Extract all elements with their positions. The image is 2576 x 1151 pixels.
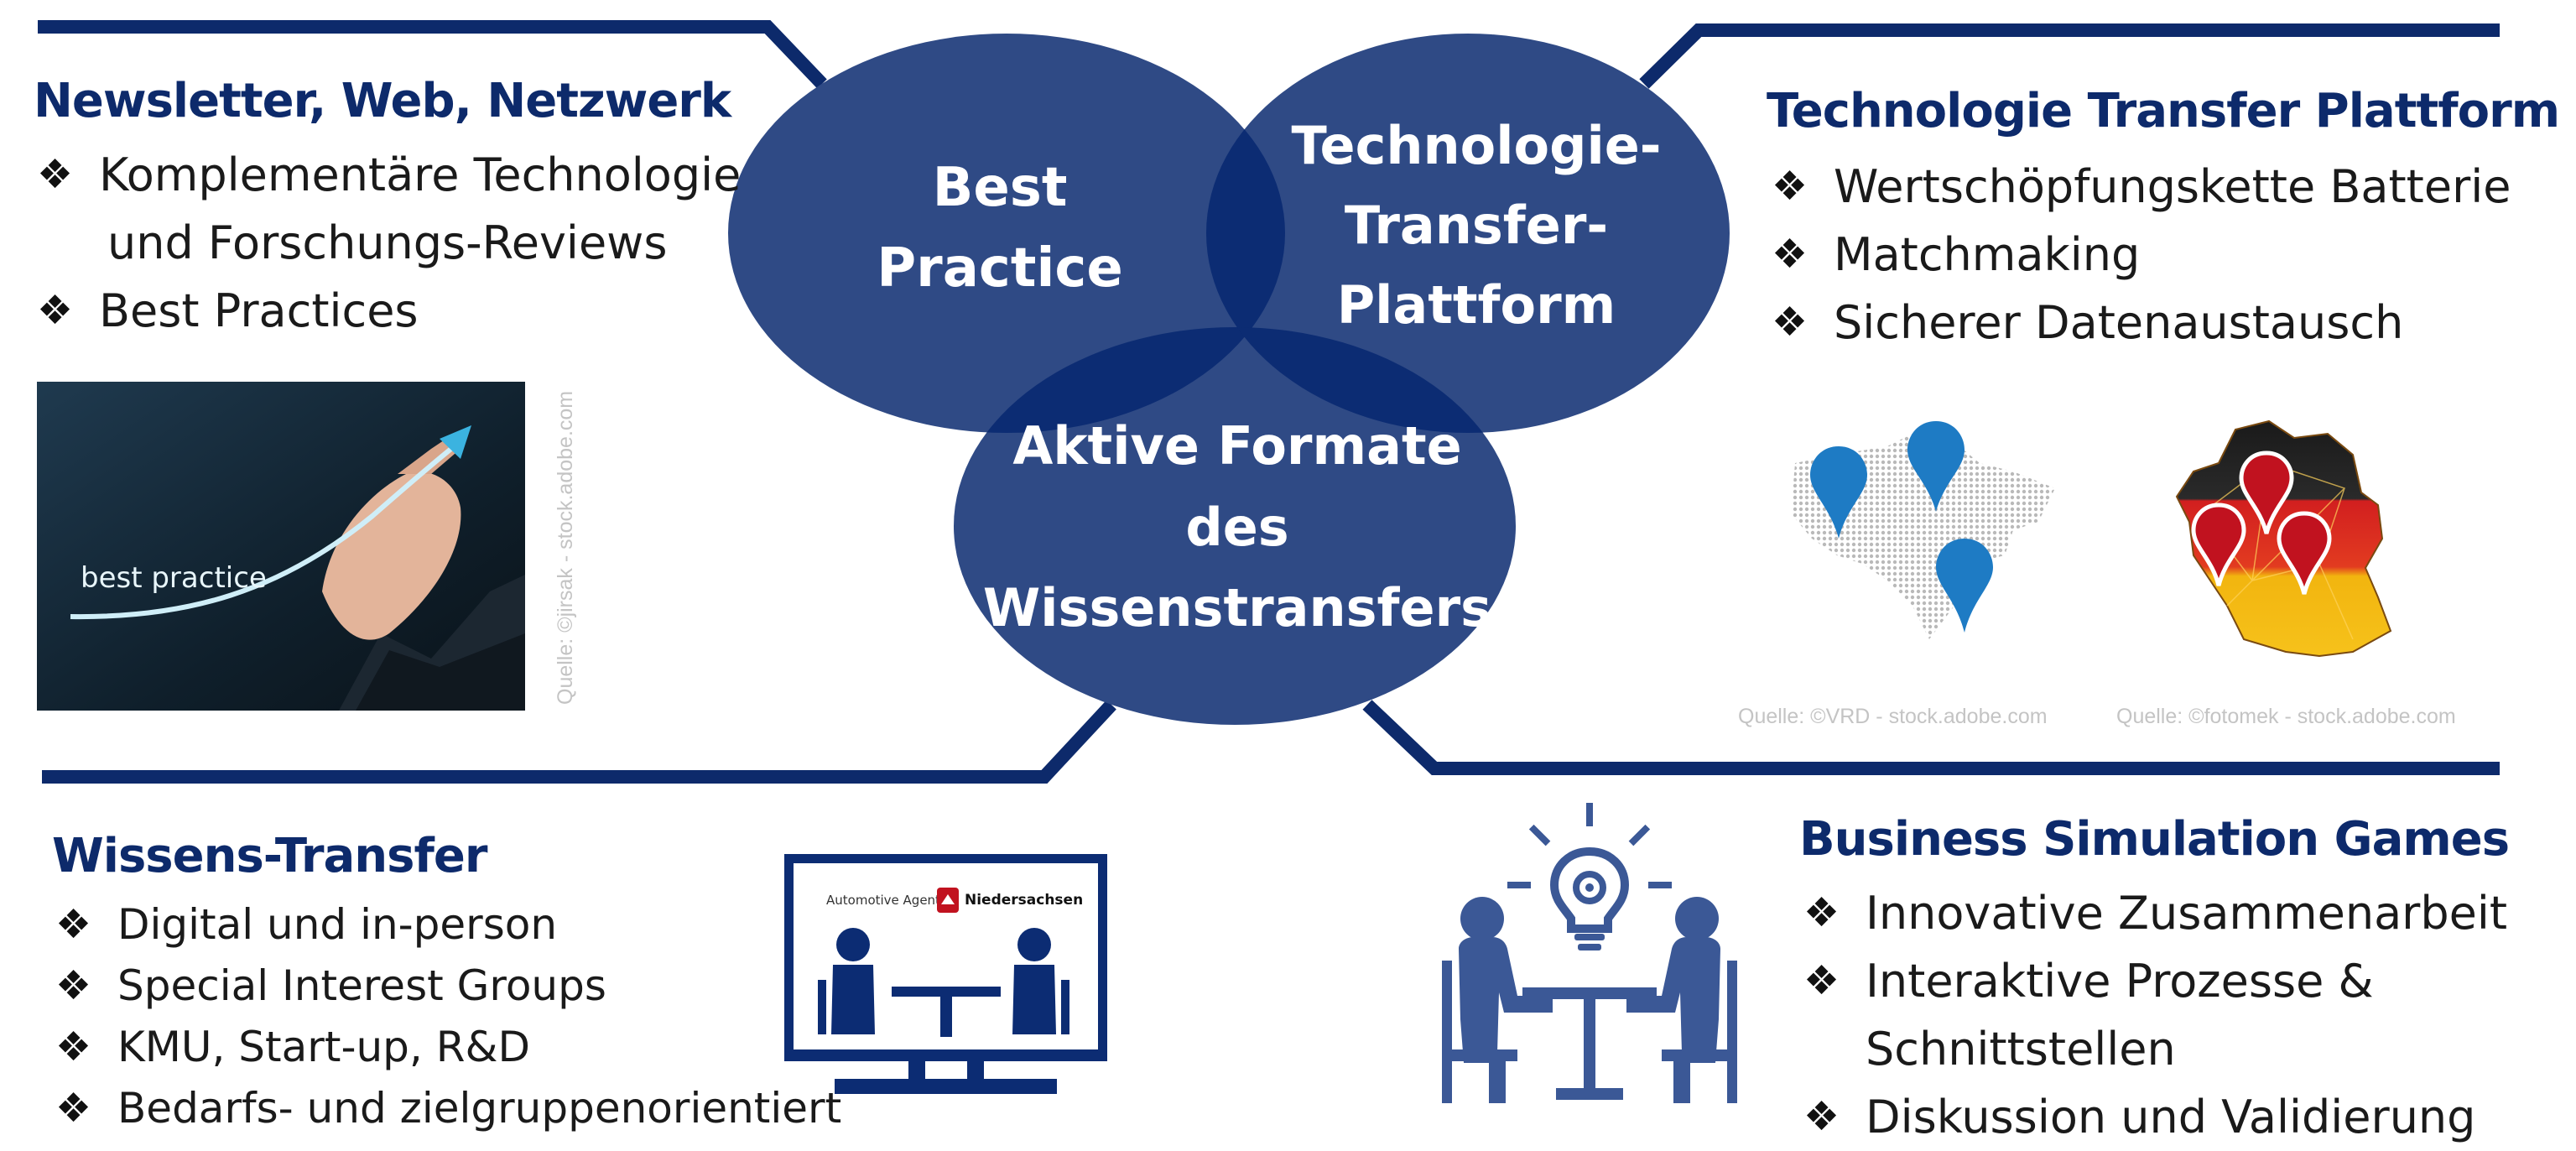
- germany-map: [2175, 419, 2392, 658]
- bullet-icon: ❖: [37, 151, 74, 198]
- list-item: ❖Wertschöpfungskette Batterie: [1772, 153, 2511, 221]
- list-transfer-platform: ❖Wertschöpfungskette Batterie ❖Matchmaki…: [1772, 153, 2511, 357]
- list-item: ❖Diskussion und Validierung: [1803, 1083, 2507, 1151]
- list-newsletter: ❖Komplementäre Technologie und Forschung…: [37, 141, 741, 345]
- circle-transfer-platform: [1206, 34, 1730, 433]
- connector-top-right: [1639, 23, 2500, 89]
- business-meeting-icon: [1442, 803, 1737, 1103]
- circle-active-formats: [954, 327, 1516, 725]
- heading-transfer-platform: Technologie Transfer Plattform: [1767, 84, 2560, 138]
- list-item-continuation: Schnittstellen: [1866, 1023, 2176, 1075]
- photo-caption: best practice: [81, 561, 267, 595]
- list-item: ❖Matchmaking: [1772, 221, 2511, 289]
- bullet-icon: ❖: [55, 901, 92, 948]
- circle-best-practice: [728, 34, 1285, 433]
- list-item: ❖Innovative Zusammenarbeit: [1803, 879, 2507, 947]
- bullet-icon: ❖: [55, 962, 92, 1009]
- connector-top-left: [38, 20, 827, 89]
- label-best-practice-line1: Best: [933, 157, 1068, 219]
- list-item: ❖Special Interest Groups: [55, 956, 841, 1017]
- list-business-games: ❖Innovative Zusammenarbeit ❖Interaktive …: [1803, 879, 2507, 1151]
- map-pin-icon: [1907, 421, 1965, 512]
- connector-bottom-right: [1362, 700, 2500, 775]
- bullet-icon: ❖: [1803, 957, 1840, 1004]
- list-item: ❖Bedarfs- und zielgruppenorientiert: [55, 1078, 841, 1139]
- photo-credit-jirsak: Quelle: ©jirsak - stock.adobe.com: [554, 390, 577, 705]
- bullet-icon: ❖: [55, 1023, 92, 1070]
- lightbulb-gear-icon: [1507, 803, 1672, 950]
- label-active-line2: des: [1185, 497, 1288, 558]
- list-item: ❖Interaktive Prozesse &: [1803, 947, 2507, 1015]
- bullet-icon: ❖: [1772, 231, 1808, 278]
- label-active-line1: Aktive Formate: [1012, 415, 1461, 477]
- list-item-continuation: und Forschungs-Reviews: [107, 216, 668, 269]
- best-practice-photo: best practice: [37, 382, 525, 711]
- monitor-meeting-icon: Automotive Agentur Niedersachsen: [784, 854, 1107, 1094]
- screen-region-label: Niedersachsen: [965, 892, 1083, 909]
- bullet-icon: ❖: [37, 287, 74, 334]
- bullet-icon: ❖: [1772, 299, 1808, 346]
- list-item: ❖KMU, Start-up, R&D: [55, 1017, 841, 1078]
- map-pin-icon: [2191, 503, 2246, 586]
- map-pin-icon: [2239, 451, 2294, 534]
- bullet-icon: ❖: [1803, 1093, 1840, 1140]
- label-best-practice-line2: Practice: [877, 237, 1122, 299]
- label-active-line3: Wissenstransfers: [983, 577, 1491, 638]
- list-item: ❖Sicherer Datenaustausch: [1772, 289, 2511, 357]
- bullet-icon: ❖: [1803, 889, 1840, 936]
- bullet-icon: ❖: [55, 1085, 92, 1132]
- list-item: ❖Digital und in-person: [55, 894, 841, 956]
- photo-credit-fotomek: Quelle: ©fotomek - stock.adobe.com: [2116, 705, 2456, 728]
- list-knowledge-transfer: ❖Digital und in-person ❖Special Interest…: [55, 894, 841, 1139]
- screen-org-label: Automotive Agentur: [826, 893, 954, 908]
- label-platform-line1: Technologie-: [1292, 115, 1662, 176]
- heading-business-games: Business Simulation Games: [1799, 812, 2510, 867]
- photo-credit-vrd: Quelle: ©VRD - stock.adobe.com: [1738, 705, 2048, 728]
- map-pin-icon: [2277, 511, 2332, 595]
- label-platform-line2: Transfer-: [1345, 195, 1608, 256]
- connector-bottom-left: [42, 700, 1116, 784]
- lower-saxony-map: [1791, 421, 2055, 639]
- list-item: ❖Komplementäre Technologie: [37, 141, 741, 209]
- bullet-icon: ❖: [1772, 163, 1808, 210]
- list-item: ❖Best Practices: [37, 277, 741, 345]
- map-pin-icon: [1810, 446, 1867, 539]
- map-pin-icon: [1936, 539, 1993, 633]
- label-platform-line3: Plattform: [1337, 274, 1616, 336]
- heading-newsletter: Newsletter, Web, Netzwerk: [34, 74, 731, 128]
- heading-knowledge-transfer: Wissens-Transfer: [52, 829, 487, 883]
